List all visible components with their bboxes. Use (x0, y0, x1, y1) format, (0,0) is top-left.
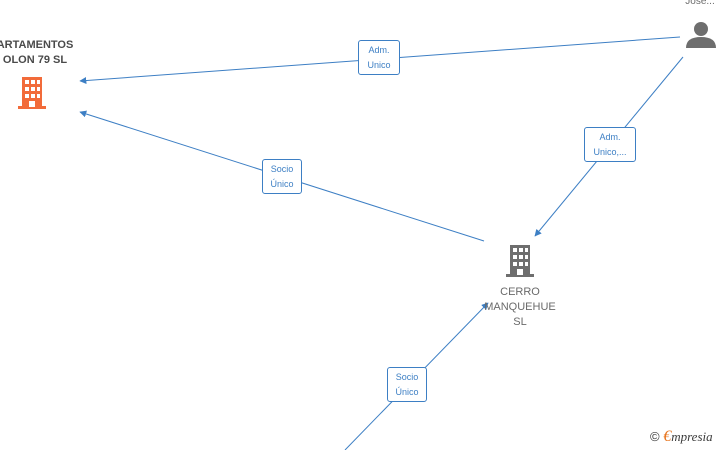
empresia-logo: © €mpresia (650, 428, 713, 446)
node-label-apartamentos[interactable]: ARTAMENTOS OLON 79 SL (0, 38, 100, 68)
edge-label-socio-unico[interactable]: Socio Único (262, 159, 302, 194)
node-label-line: SL (513, 316, 527, 328)
edge-label-line: Adm. (599, 132, 621, 142)
node-label-line: CERRO (500, 286, 540, 298)
edge-label-socio-unico[interactable]: Socio Único (387, 367, 427, 402)
node-label-line: ARTAMENTOS (0, 39, 74, 51)
node-label-line: OLON 79 SL (2, 54, 68, 66)
edge-label-line: Único (395, 387, 419, 397)
brand-name: mpresia (671, 429, 713, 444)
building-icon[interactable] (506, 245, 534, 277)
edge-label-line: Unico (367, 60, 391, 70)
edge-label-line: Socio (270, 164, 294, 174)
brand-e-letter: € (663, 428, 672, 445)
edge-label-adm-unico[interactable]: Adm. Unico (358, 40, 400, 75)
edge-label-line: Unico,... (593, 147, 627, 157)
person-icon[interactable] (686, 22, 716, 48)
node-label-line: MANQUEHUE (484, 301, 556, 313)
edge-label-adm-unico-more[interactable]: Adm. Unico,... (584, 127, 636, 162)
node-label-jose[interactable]: Jose... (685, 0, 715, 7)
building-icon[interactable] (18, 77, 46, 109)
node-label-cerro[interactable]: CERRO MANQUEHUE SL (470, 285, 570, 330)
copyright-symbol: © (650, 429, 660, 444)
edge-label-line: Único (270, 179, 294, 189)
edge-label-line: Socio (395, 372, 419, 382)
edge-label-line: Adm. (368, 45, 390, 55)
